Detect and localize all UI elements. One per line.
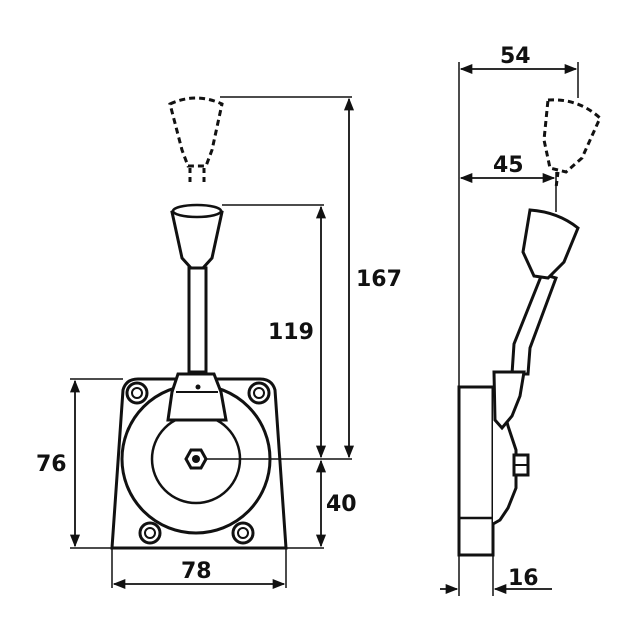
side-lever (492, 208, 580, 431)
side-dimension-lines (440, 63, 578, 595)
front-base-plate (110, 372, 288, 550)
front-view: 167 119 40 76 78 (36, 96, 402, 590)
screw-bottom-right (231, 521, 255, 545)
front-dimension-lines (69, 97, 355, 590)
dim-label-45: 45 (493, 153, 524, 178)
front-extension-lines (70, 96, 352, 588)
dim-label-40: 40 (326, 492, 357, 517)
side-extension-lines (458, 62, 579, 596)
front-lever (170, 203, 224, 374)
dim-label-119: 119 (268, 320, 314, 345)
side-knob-alt-position (542, 98, 602, 174)
dim-label-167: 167 (356, 267, 402, 292)
screw-top-left (125, 381, 149, 405)
dim-label-76: 76 (36, 452, 67, 477)
dim-label-78: 78 (181, 559, 212, 584)
front-knob-alt-position (168, 96, 224, 184)
dim-label-16: 16 (508, 566, 539, 591)
lever-hub (166, 372, 228, 422)
screw-top-right (247, 381, 271, 405)
side-lever-knob (521, 208, 580, 280)
dim-label-54: 54 (500, 44, 531, 69)
screw-bottom-left (138, 521, 162, 545)
side-view: 54 45 16 (440, 44, 602, 596)
